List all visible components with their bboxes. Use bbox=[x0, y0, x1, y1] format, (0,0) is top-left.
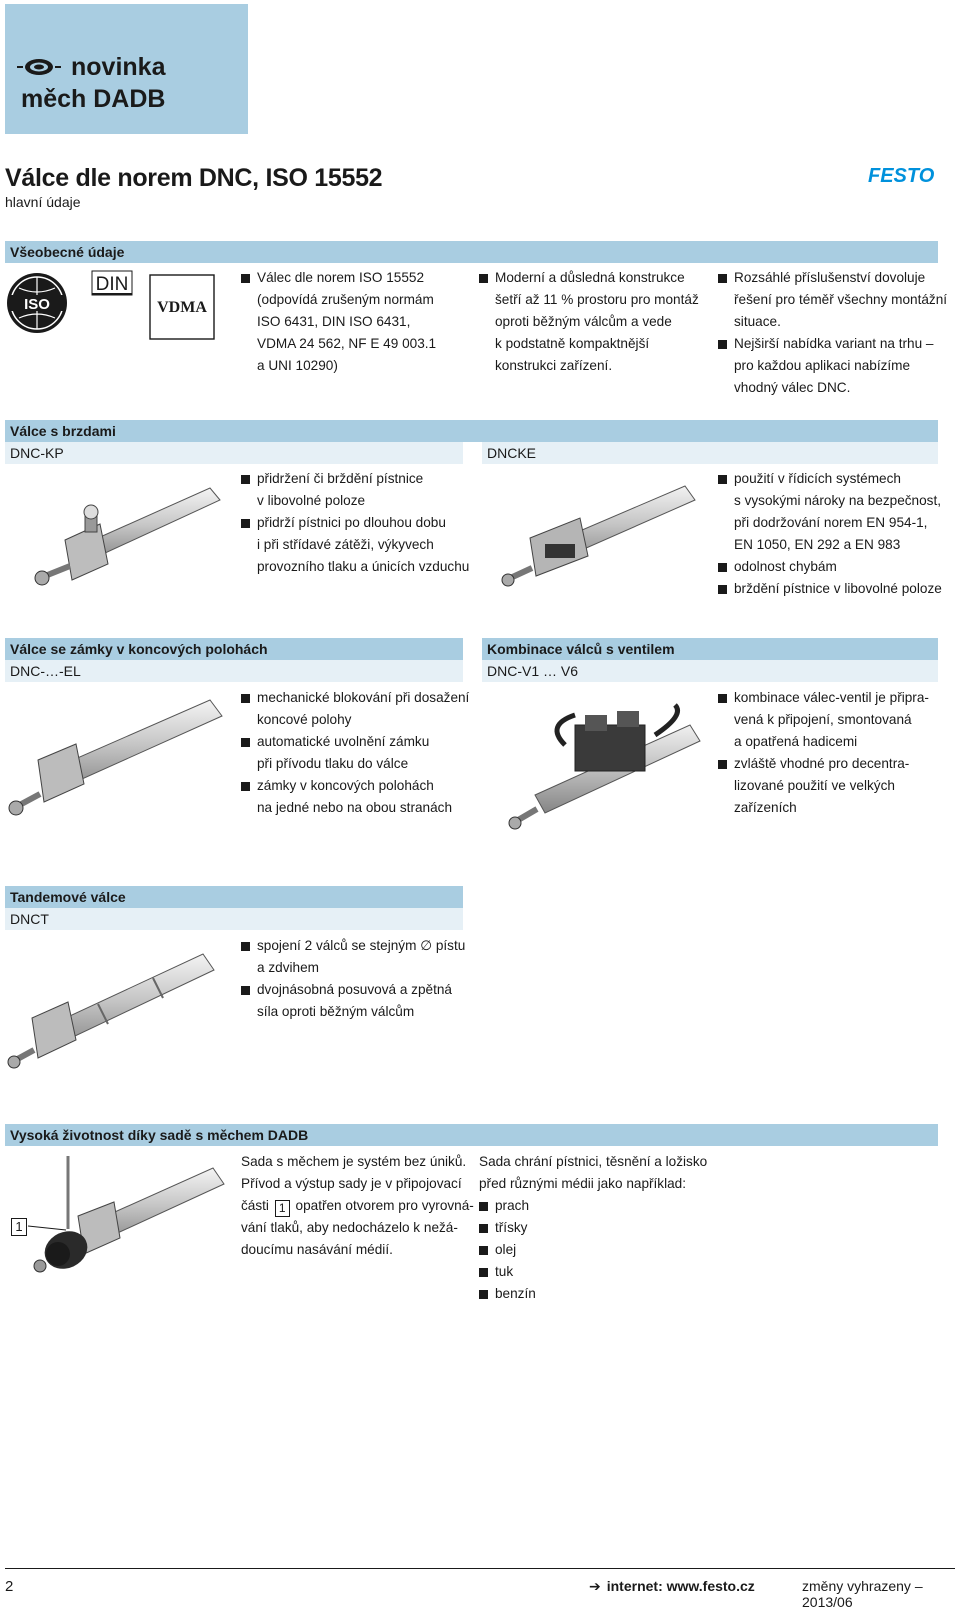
list-item: třísky bbox=[479, 1217, 707, 1239]
valve-list: kombinace válec-ventil je připra- vená k… bbox=[718, 687, 929, 819]
festo-logo: FESTO bbox=[868, 165, 935, 187]
novinka-badge: novinka měch DADB bbox=[5, 4, 248, 134]
footer-divider bbox=[5, 1568, 955, 1569]
section-brakes-heading: Válce s brzdami bbox=[5, 420, 938, 442]
list-item: automatické uvolnění zámku při přívodu t… bbox=[241, 731, 469, 775]
arrow-right-icon: ➔ bbox=[589, 1578, 601, 1594]
list-item: tuk bbox=[479, 1261, 707, 1283]
section-locks-heading: Válce se zámky v koncových polohách bbox=[5, 638, 463, 660]
life-paragraph: Sada s měchem je systém bez úniků. Přívo… bbox=[241, 1154, 474, 1257]
list-item: spojení 2 válců se stejným ∅ pístu a zdv… bbox=[241, 935, 465, 979]
bellows-icon bbox=[17, 59, 61, 75]
general-col2: Moderní a důsledná konstrukce šetří až 1… bbox=[479, 267, 699, 377]
tandem-model: DNCT bbox=[5, 908, 463, 930]
cylinder-valve-image bbox=[508, 703, 701, 830]
list-item: použití v řídicích systémech s vysokými … bbox=[718, 468, 942, 556]
svg-text:VDMA: VDMA bbox=[157, 299, 207, 316]
brakes-right-list: použití v řídicích systémech s vysokými … bbox=[718, 468, 942, 600]
badge-line1: novinka bbox=[71, 53, 166, 81]
general-col1: Válec dle norem ISO 15552 (odpovídá zruš… bbox=[241, 267, 436, 377]
svg-text:ISO: ISO bbox=[24, 296, 50, 313]
valve-model: DNC-V1 … V6 bbox=[482, 660, 938, 682]
iso-logo: ISO bbox=[7, 273, 67, 333]
list-item: kombinace válec-ventil je připra- vená k… bbox=[718, 687, 929, 753]
brakes-right-model: DNCKE bbox=[482, 442, 938, 464]
page-subtitle: hlavní údaje bbox=[5, 194, 81, 210]
page-title: Válce dle norem DNC, ISO 15552 bbox=[5, 164, 383, 192]
list-item: Nejširší nabídka variant na trhu – pro k… bbox=[718, 333, 947, 399]
list-item: mechanické blokování při dosažení koncov… bbox=[241, 687, 469, 731]
tandem-list: spojení 2 válců se stejným ∅ pístu a zdv… bbox=[241, 935, 465, 1023]
page-number: 2 bbox=[5, 1578, 14, 1595]
vdma-logo: VDMA bbox=[149, 274, 215, 340]
brakes-left-list: přidržení či brždění pístnice v libovoln… bbox=[241, 468, 469, 578]
cylinder-dnc-kp-image bbox=[34, 487, 221, 586]
footer-notice: změny vyhrazeny – 2013/06 bbox=[802, 1578, 923, 1610]
section-general-heading: Všeobecné údaje bbox=[5, 241, 938, 263]
list-item: brždění pístnice v libovolné poloze bbox=[718, 578, 942, 600]
svg-text:DIN: DIN bbox=[96, 274, 129, 295]
inline-callout-1: 1 bbox=[274, 1200, 290, 1217]
svg-text:FESTO: FESTO bbox=[868, 165, 935, 187]
cylinder-dncke-image bbox=[501, 485, 696, 587]
section-valve-heading: Kombinace válců s ventilem bbox=[482, 638, 938, 660]
callout-1: 1 bbox=[11, 1218, 27, 1236]
brakes-left-model: DNC-KP bbox=[5, 442, 463, 464]
list-item: dvojnásobná posuvová a zpětná síla oprot… bbox=[241, 979, 465, 1023]
list-item: olej bbox=[479, 1239, 707, 1261]
section-life-heading: Vysoká životnost díky sadě s měchem DADB bbox=[5, 1124, 938, 1146]
general-col3: Rozsáhlé příslušenství dovoluje řešení p… bbox=[718, 267, 947, 399]
list-item: zámky v koncových polohách na jedné nebo… bbox=[241, 775, 469, 819]
bellows-kit-image bbox=[27, 1156, 225, 1273]
list-item: Válec dle norem ISO 15552 (odpovídá zruš… bbox=[241, 267, 436, 377]
locks-model: DNC-…-EL bbox=[5, 660, 463, 682]
list-item: zvláště vhodné pro decentra- lizované po… bbox=[718, 753, 929, 819]
din-logo: DIN bbox=[91, 270, 133, 296]
section-tandem-heading: Tandemové válce bbox=[5, 886, 463, 908]
badge-line2: měch DADB bbox=[21, 85, 166, 113]
list-item: odolnost chybám bbox=[718, 556, 942, 578]
list-item: Rozsáhlé příslušenství dovoluje řešení p… bbox=[718, 267, 947, 333]
list-item: benzín bbox=[479, 1283, 707, 1305]
list-item: prach bbox=[479, 1195, 707, 1217]
list-item: přidržení či brždění pístnice v libovoln… bbox=[241, 468, 469, 512]
life-media-list: Sada chrání pístnici, těsnění a ložisko … bbox=[479, 1151, 707, 1305]
locks-list: mechanické blokování při dosažení koncov… bbox=[241, 687, 469, 819]
cylinder-el-image bbox=[8, 699, 223, 816]
cylinder-tandem-image bbox=[7, 953, 215, 1069]
footer-internet-link[interactable]: ➔internet: www.festo.cz bbox=[589, 1578, 755, 1594]
list-item: přidrží pístnici po dlouhou dobu i při s… bbox=[241, 512, 469, 578]
list-item: Moderní a důsledná konstrukce šetří až 1… bbox=[479, 267, 699, 377]
